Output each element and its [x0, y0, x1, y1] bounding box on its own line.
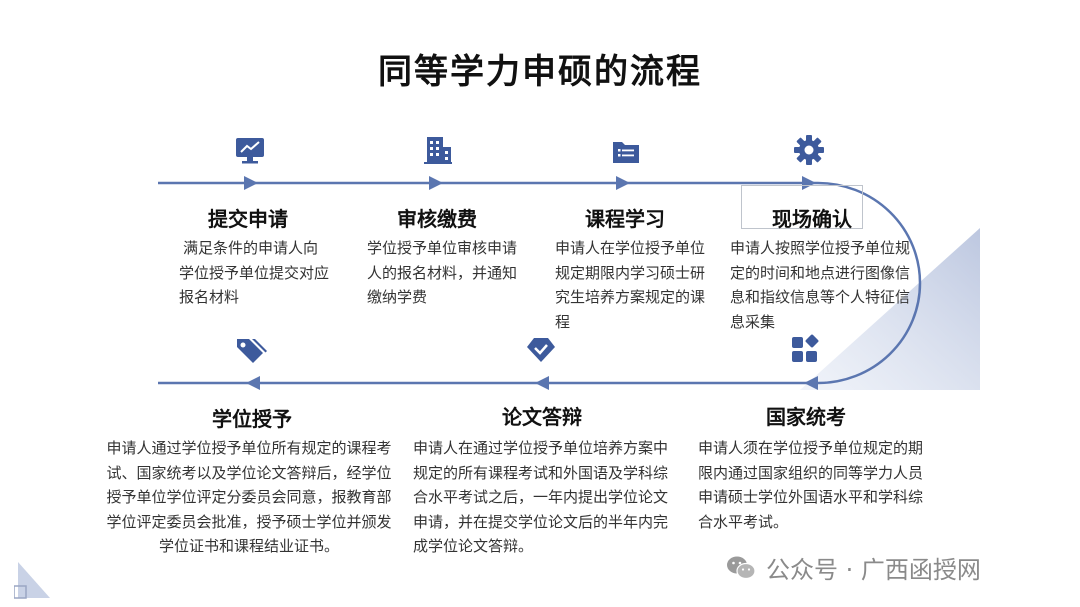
step-desc-submit: 满足条件的申请人向学位授予单位提交对应报名材料: [179, 239, 330, 306]
building-icon: [424, 137, 452, 164]
arrow-marker: [246, 376, 260, 390]
step-title-submit: 提交申请: [208, 207, 288, 231]
gear-icon: [794, 135, 824, 165]
arrow-marker: [616, 176, 630, 190]
step-desc-defense: 申请人在通过学位授予单位培养方案中规定的所有课程考试和外国语及学科综合水平考试之…: [413, 439, 669, 555]
watermark: 公众号 · 广西函授网: [726, 550, 981, 585]
arrow-marker: [244, 176, 258, 190]
step-desc-degree: 申请人通过学位授予单位所有规定的课程考试、国家统考以及学位论文答辩后，经学位授予…: [106, 439, 392, 555]
flow-arc: [817, 181, 922, 385]
arrow-marker: [802, 176, 816, 190]
step-title-defense: 论文答辩: [502, 405, 582, 429]
arrow-marker: [804, 376, 818, 390]
tags-icon: [237, 339, 267, 363]
step-desc-review: 学位授予单位审核申请人的报名材料，并通知缴纳学费: [367, 239, 518, 306]
arrow-marker: [429, 176, 443, 190]
wechat-icon: [727, 556, 756, 579]
check-badge-icon: [527, 338, 555, 362]
arrow-marker: [535, 376, 549, 390]
page-title: 同等学力申硕的流程: [378, 52, 702, 92]
monitor-chart-icon: [236, 138, 264, 164]
step-desc-exam: 申请人须在学位授予单位规定的期限内通过国家组织的同等学力人员申请硕士学位外国语水…: [698, 439, 924, 531]
highlight-box: [741, 185, 863, 229]
step-title-courses: 课程学习: [585, 207, 665, 231]
step-desc-courses: 申请人在学位授予单位规定期限内学习硕士研究生培养方案规定的课程: [555, 239, 706, 331]
step-title-degree: 学位授予: [212, 407, 292, 431]
corner-fold-decor: [14, 562, 50, 599]
watermark-text: 公众号 · 广西函授网: [766, 556, 981, 584]
step-desc-confirm: 申请人按照学位授予单位规定的时间和地点进行图像信息和指纹信息等个人特征信息采集: [730, 239, 911, 331]
step-title-review: 审核缴费: [397, 207, 477, 231]
step-title-exam: 国家统考: [766, 405, 846, 429]
folder-list-icon: [613, 142, 639, 163]
apps-grid-icon: [792, 334, 819, 362]
decor-triangle: [800, 228, 980, 390]
step-title-confirm: 现场确认: [772, 207, 852, 231]
